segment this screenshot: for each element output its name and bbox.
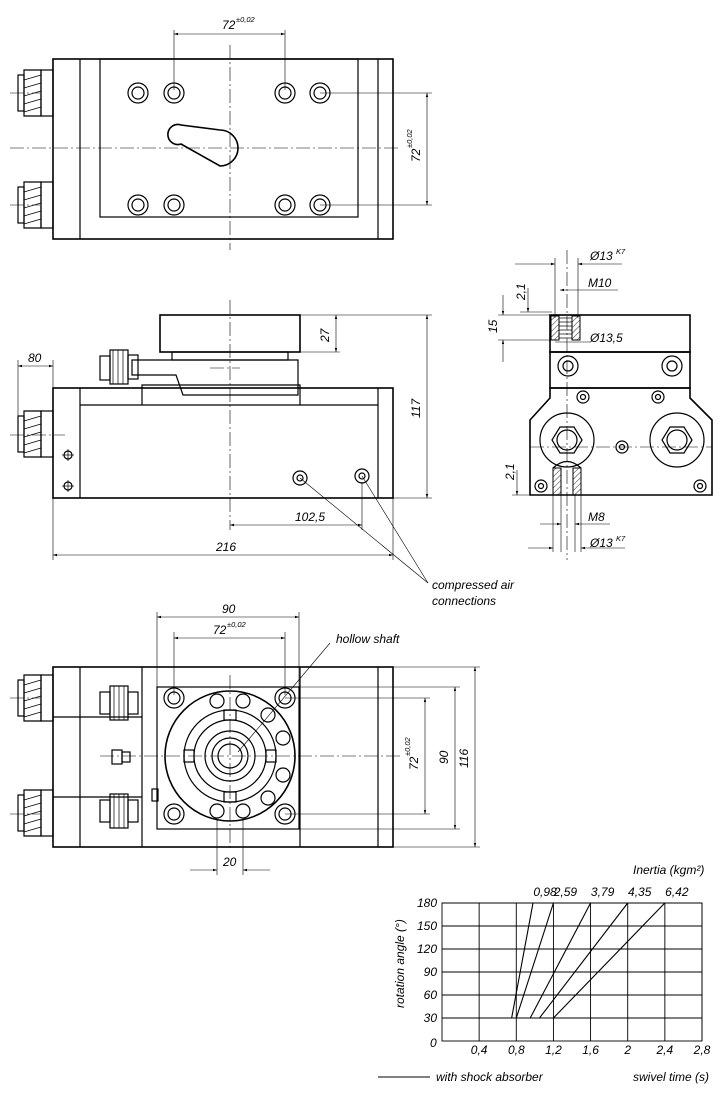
label-compressed-air-1: compressed air xyxy=(432,578,515,592)
dim-end-d13-top: Ø13 xyxy=(589,249,613,263)
side-view: 27 117 80 102,5 216 compressed air conne… xyxy=(10,300,515,608)
dim-end-d13-bottom-fit: K7 xyxy=(616,534,626,543)
dim-bottom-72-w-tol: ±0,02 xyxy=(227,620,247,629)
chart-y-tick: 120 xyxy=(417,942,437,956)
chart-series-line xyxy=(553,902,666,1019)
dim-top-width-tol: ±0,02 xyxy=(236,15,256,24)
label-compressed-air-2: connections xyxy=(432,594,496,608)
inertia-chart: Inertia (kgm²) rotation angle (°) swivel… xyxy=(378,863,711,1084)
top-view-bolts xyxy=(127,82,331,216)
chart-y-tick: 60 xyxy=(424,988,438,1002)
chart-x-tick: 2,8 xyxy=(693,1043,711,1057)
chart-y-tick: 150 xyxy=(417,919,437,933)
chart-series-line xyxy=(511,902,534,1019)
dim-side-216: 216 xyxy=(215,540,236,554)
end-view-body xyxy=(529,387,713,496)
dim-top-height: 72 xyxy=(409,148,423,162)
dim-top-height-tol: ±0,02 xyxy=(405,128,414,148)
dim-bottom-90-w: 90 xyxy=(222,602,236,616)
chart-series-label: 0,98 xyxy=(533,885,557,899)
dim-bottom-90-h: 90 xyxy=(437,750,451,764)
chart-x-tick: 2,4 xyxy=(656,1043,674,1057)
chart-y-tick: 30 xyxy=(424,1011,438,1025)
chart-x-tick: 1,2 xyxy=(545,1043,562,1057)
chart-x-tick: 1,6 xyxy=(582,1043,599,1057)
chart-legend-label: with shock absorber xyxy=(436,1070,544,1084)
dim-end-d13-top-fit: K7 xyxy=(616,247,626,256)
chart-x-tick: 0,8 xyxy=(508,1043,525,1057)
chart-series-label: 6,42 xyxy=(665,885,689,899)
dim-bottom-20: 20 xyxy=(222,855,237,869)
bottom-view-hole-ring xyxy=(209,693,291,819)
bottom-view-plate xyxy=(156,686,300,830)
chart-series-label: 4,35 xyxy=(628,885,652,899)
bottom-view-body xyxy=(52,666,394,848)
dim-end-m10: M10 xyxy=(588,276,612,290)
chart-y-tick: 180 xyxy=(417,896,437,910)
chart-x-tick: 2 xyxy=(623,1043,631,1057)
dim-side-80: 80 xyxy=(28,351,42,365)
dim-side-27: 27 xyxy=(318,327,332,343)
dim-side-117: 117 xyxy=(409,398,423,418)
chart-x-label: swivel time (s) xyxy=(633,1070,709,1084)
dim-bottom-72-h-tol: ±0,02 xyxy=(403,736,412,756)
dim-end-2-1-bottom: 2,1 xyxy=(503,463,517,481)
chart-series-label: 2,59 xyxy=(553,885,578,899)
dim-end-d13-bottom: Ø13 xyxy=(589,536,613,550)
top-view: 72 ±0,02 72 ±0,02 xyxy=(10,15,432,250)
chart-series-line xyxy=(529,902,592,1019)
chart-x-tick: 0,4 xyxy=(471,1043,488,1057)
chart-series-line xyxy=(515,902,554,1019)
end-view: Ø13 K7 M10 2,1 15 Ø13,5 2,1 M8 Ø13 xyxy=(486,247,713,560)
dim-end-15: 15 xyxy=(486,319,500,333)
dim-bottom-72-h: 72 xyxy=(407,756,421,770)
chart-series-line xyxy=(539,902,629,1019)
chart-y-label: rotation angle (°) xyxy=(393,919,407,1008)
chart-origin-label: 0 xyxy=(430,1036,437,1050)
side-view-body xyxy=(52,387,394,499)
dim-bottom-116: 116 xyxy=(457,749,471,768)
dim-top-width: 72 xyxy=(222,18,236,32)
chart-y-tick: 90 xyxy=(424,965,438,979)
top-view-plate xyxy=(99,58,359,218)
label-hollow-shaft: hollow shaft xyxy=(336,632,400,646)
chart-title: Inertia (kgm²) xyxy=(633,863,704,877)
dim-side-102: 102,5 xyxy=(295,510,325,524)
chart-series-label: 3,79 xyxy=(591,885,615,899)
top-view-body xyxy=(52,58,394,240)
bottom-view: 90 72 ±0,02 hollow shaft 72 ±0,02 90 116… xyxy=(10,602,480,875)
top-view-lever xyxy=(167,123,239,167)
dim-end-2-1-top: 2,1 xyxy=(514,283,528,301)
dim-bottom-72-w: 72 xyxy=(213,623,227,637)
top-view-fittings xyxy=(17,69,54,229)
dim-end-m8: M8 xyxy=(588,510,605,524)
dim-end-d13-5: Ø13,5 xyxy=(589,331,623,345)
